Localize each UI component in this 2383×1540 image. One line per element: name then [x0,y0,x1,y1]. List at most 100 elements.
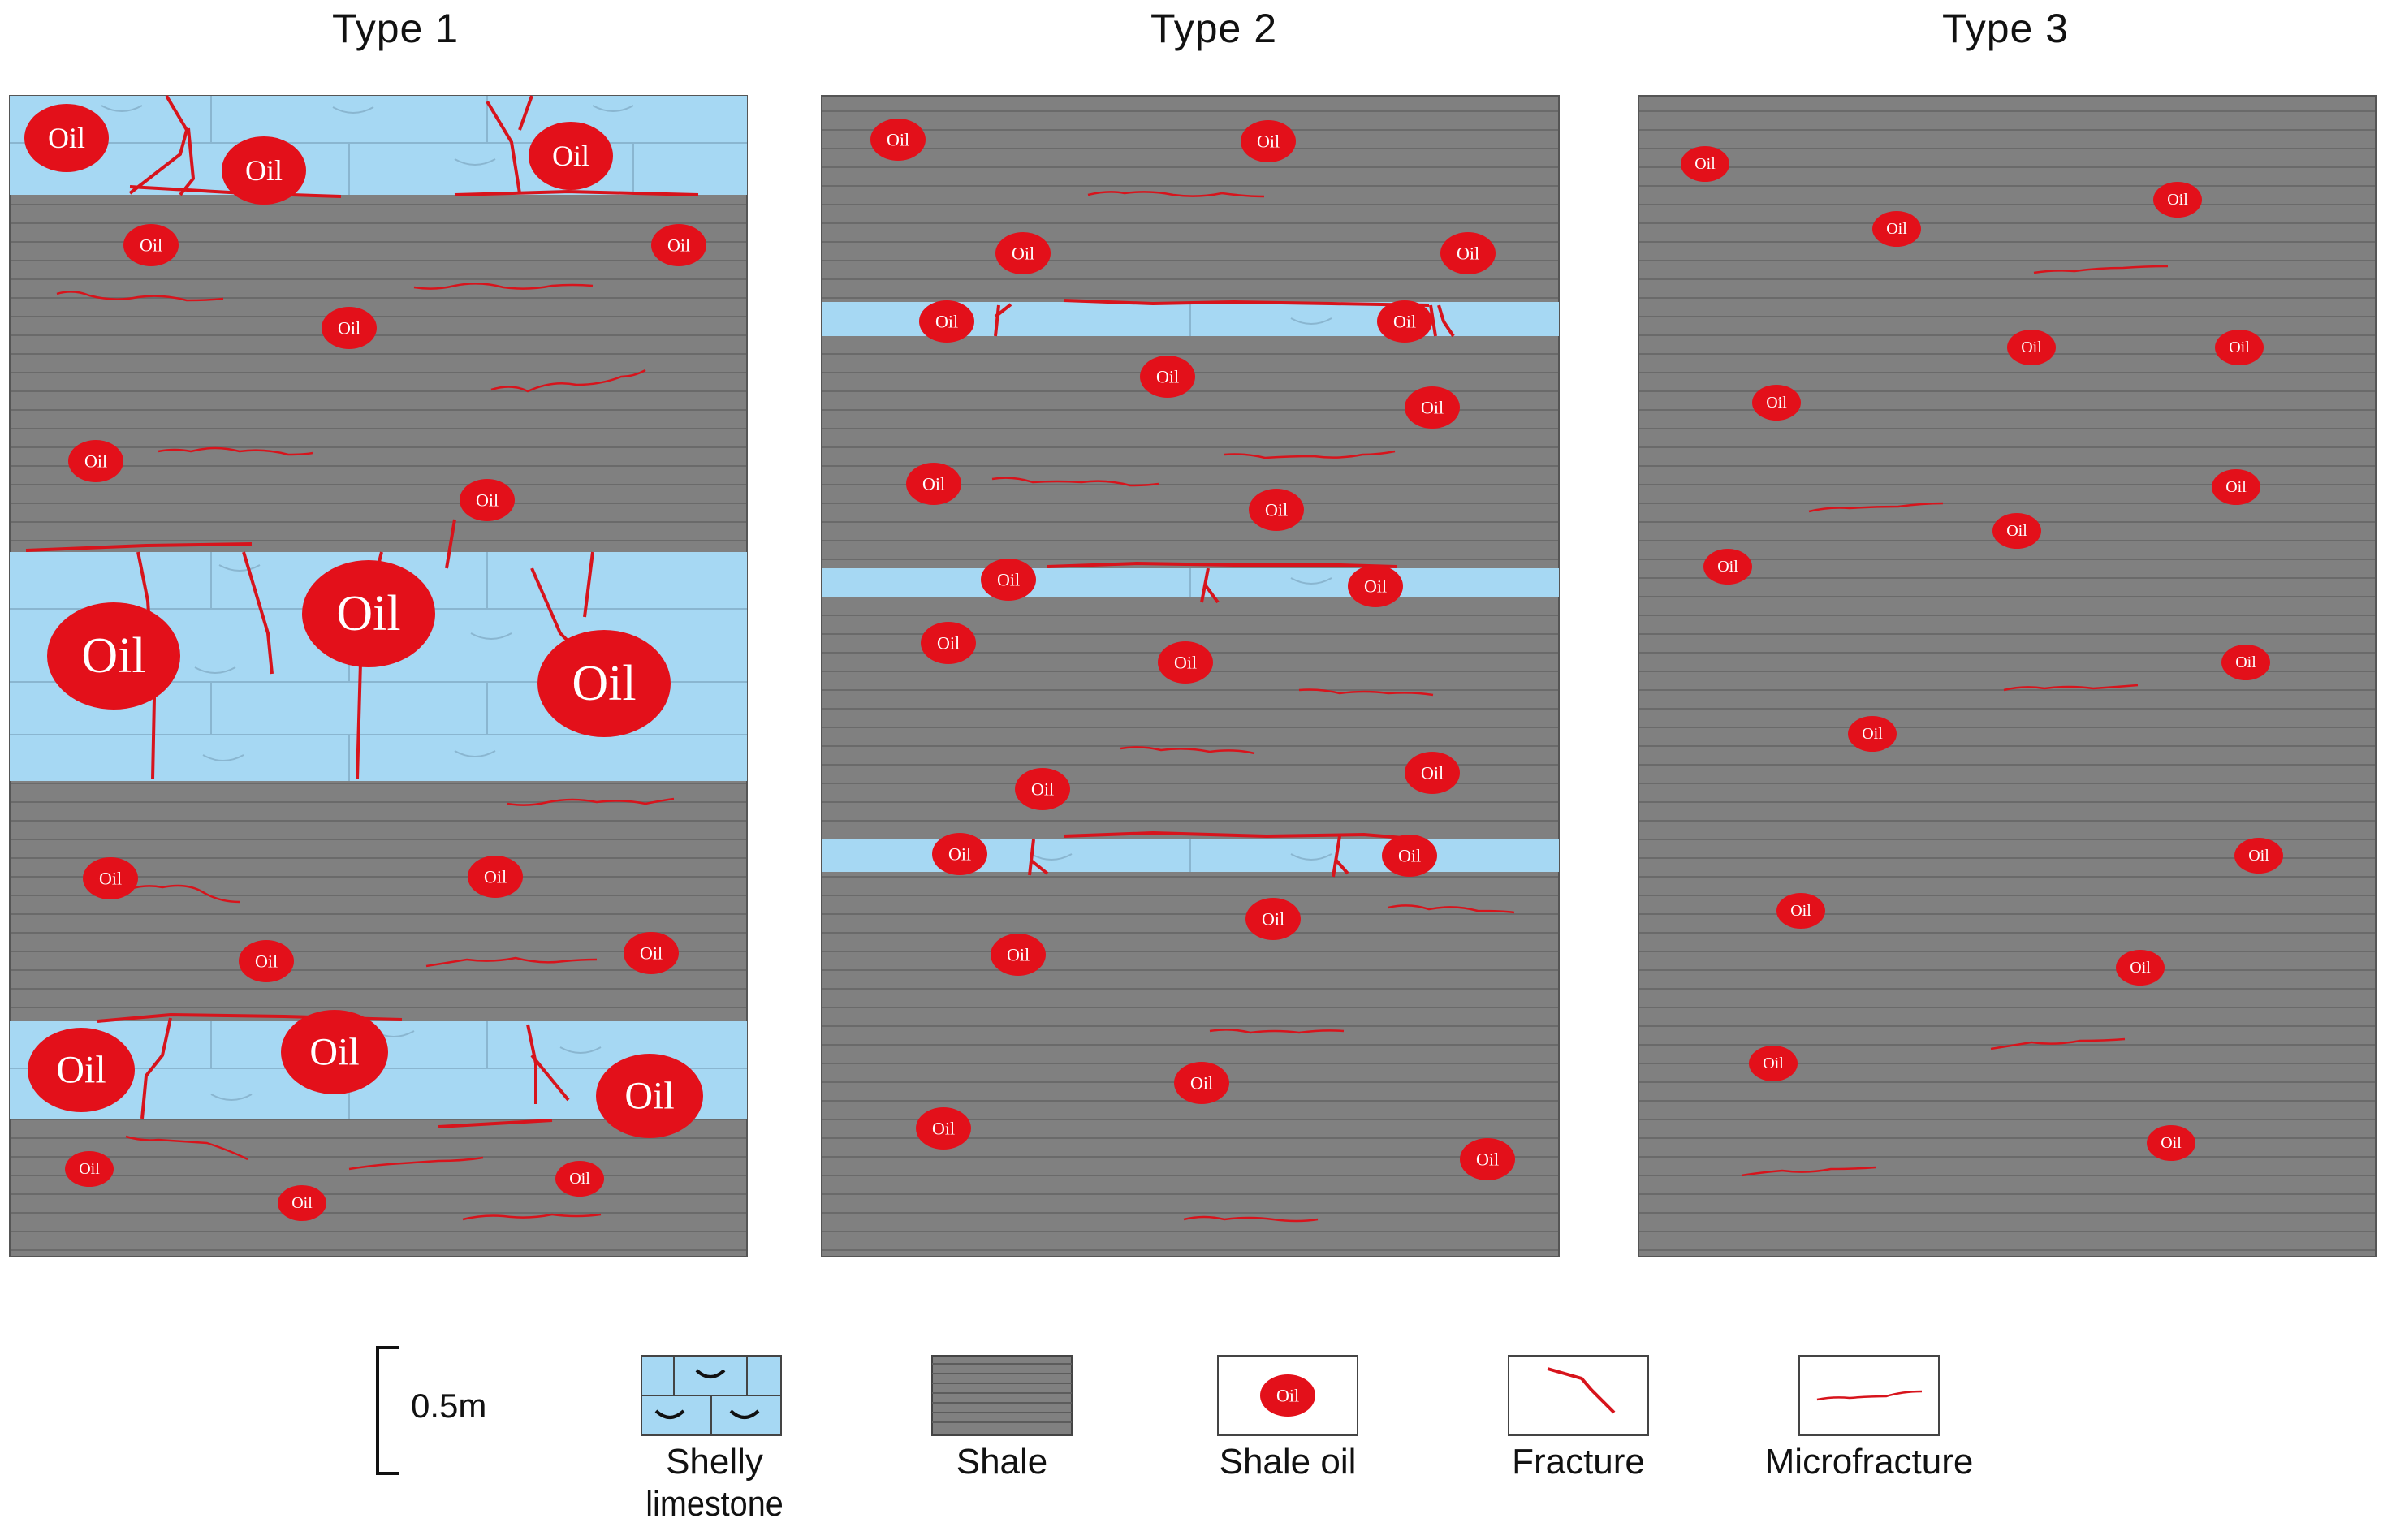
shale-oil-icon: Oil [596,1054,703,1138]
oil-label: Oil [1457,244,1479,264]
legend-swatch-fracture [1508,1355,1649,1436]
oil-label: Oil [140,235,162,256]
shale-oil-icon: Oil [1015,768,1070,810]
microfractures-col1 [56,283,675,1221]
oil-label: Oil [99,869,122,889]
shale-oil-icon: Oil [916,1107,971,1150]
oil-label: Oil [338,318,360,339]
shale-oil-icon: Oil [537,630,671,737]
oil-label: Oil [2006,522,2027,540]
shale-oil-icon: Oil [2212,469,2260,505]
shale-oil-icon: Oil [123,224,179,266]
shale-oil-icon: Oil [1440,232,1496,274]
shale-oil-icon: Oil [2147,1125,2195,1161]
shale-oil-icon: Oil [555,1161,604,1197]
shale-oil-icon: Oil [28,1028,135,1112]
shale-oil-icon: Oil [1992,513,2041,549]
oil-label: Oil [937,633,960,654]
oil-label: Oil [1763,1055,1784,1072]
oil-label: Oil [2130,959,2151,977]
shale-oil-icon: Oil [981,559,1036,601]
shale-oil-icon: Oil [1377,300,1432,343]
legend-swatch-shelly-limestone [641,1355,782,1436]
shale-oil-icon: Oil [1848,716,1897,752]
oil-label: Oil [84,451,107,472]
limestone-layer-top [10,96,747,195]
shale-oil-icon: Oil [529,122,613,190]
oil-label: Oil [1694,155,1716,173]
oil-label: Oil [1007,945,1030,965]
shale-oil-icon: Oil [65,1151,114,1187]
oil-label: Oil [1012,244,1034,264]
legend-label-shale: Shale [956,1442,1048,1482]
oil-label: Oil [2235,654,2256,671]
oil-label: Oil [932,1119,955,1139]
shale-oil-icon: Oil [624,932,679,974]
shale-oil-icon: Oil [281,1010,388,1094]
oil-label: Oil [484,867,507,887]
shale-oil-icon: Oil [1405,752,1460,794]
oil-label: Oil [887,130,909,150]
shale-oil-icon: Oil [1140,356,1195,398]
shale-oil-icon: Oil [1681,146,1729,182]
shale-oil-icon: Oil [2215,330,2264,365]
microfractures-col3 [1741,265,2169,1177]
shale-oil-icon: Oil [1703,549,1752,585]
oil-label: Oil [245,154,283,187]
oil-label: Oil [569,1170,590,1188]
column-type-1: Oil Oil Oil Oil Oil Oil Oil Oil Oil Oil … [9,94,748,1257]
oil-label: Oil [1364,576,1387,597]
shale-oil-icon: Oil [1348,565,1403,607]
legend-swatch-microfracture [1798,1355,1940,1436]
legend: Oil [376,1346,1940,1475]
legend-label-shale-oil: Shale oil [1219,1442,1357,1482]
shale-oil-icon: Oil [322,307,377,349]
shale-oil-icon: Oil [2153,182,2202,218]
oil-label: Oil [2248,847,2269,865]
shale-oil-icon: Oil [906,463,961,505]
oil-label: Oil [935,312,958,332]
shale-oil-icon: Oil [1241,120,1296,162]
shale-oil-icon: Oil [239,940,294,982]
legend-label-shelly: Shelly [666,1442,763,1482]
shale-oil-icon: Oil [1405,386,1460,429]
oil-label: Oil [2021,339,2042,356]
oil-bodies-col1: Oil Oil Oil Oil Oil Oil Oil Oil Oil Oil … [24,104,706,1221]
scale-bar [376,1346,399,1475]
shale-oil-icon: Oil [1872,211,1921,247]
oil-label: Oil [1717,558,1738,576]
legend-label-shelly-limestone: Shelly limestone [601,1442,828,1525]
shale-oil-icon: Oil [1776,893,1825,929]
shale-oil-icon: Oil [1382,835,1437,877]
shale-oil-icon: Oil [83,857,138,899]
shale-oil-icon: Oil [2234,838,2283,874]
oil-label: Oil [1766,394,1787,412]
oil-label: Oil [572,656,636,711]
legend-label-fracture: Fracture [1512,1442,1645,1482]
oil-label: Oil [948,844,971,865]
oil-label: Oil [476,490,499,511]
oil-label: Oil [1398,846,1421,866]
shale-oil-icon: Oil [995,232,1051,274]
column-title-type-2: Type 2 [1150,6,1278,51]
oil-label: Oil [624,1075,674,1118]
oil-label: Oil [81,628,145,684]
oil-bodies-col3: Oil Oil Oil Oil Oil Oil Oil Oil Oil Oil … [1681,146,2283,1161]
legend-label-limestone: limestone [645,1484,784,1524]
oil-bodies-col2: Oil Oil Oil Oil Oil Oil Oil Oil Oil Oil … [870,119,1515,1180]
oil-label: Oil [1393,312,1416,332]
oil-label: Oil [1190,1073,1213,1094]
oil-label: Oil [255,951,278,972]
oil-label: Oil [291,1194,313,1212]
shale-oil-icon: Oil [68,440,123,482]
scale-bar-label: 0.5m [411,1387,487,1425]
shale-oil-icon: Oil [1752,385,1801,421]
oil-label: Oil [309,1031,359,1074]
shale-oil-icon: Oil [2116,950,2165,986]
shale-column-body [1638,95,2377,1257]
shale-oil-icon: Oil [302,560,435,667]
legend-swatch-shale [931,1355,1073,1436]
oil-label: Oil [1265,500,1288,520]
column-title-type-3: Type 3 [1941,6,2070,51]
oil-label: Oil [1262,909,1284,930]
